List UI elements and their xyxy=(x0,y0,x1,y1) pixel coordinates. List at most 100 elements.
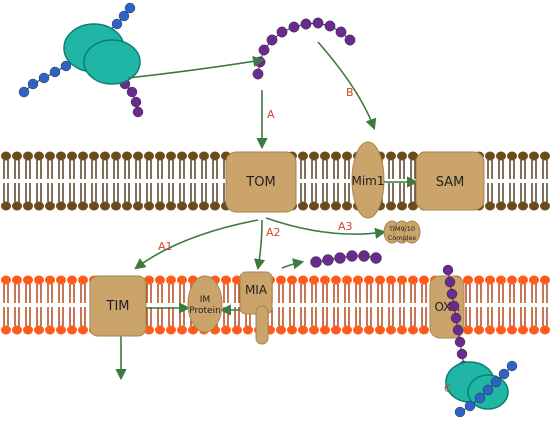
amino-acid-bead xyxy=(454,336,466,348)
phospholipid xyxy=(518,275,528,335)
amino-acid-bead xyxy=(456,348,468,360)
phospholipid xyxy=(56,275,66,335)
phospholipid xyxy=(287,275,297,335)
amino-acid-bead xyxy=(126,86,138,98)
amino-acid-bead xyxy=(452,324,464,336)
phospholipid xyxy=(342,151,352,211)
amino-acid-bead xyxy=(266,34,278,46)
amino-acid-bead xyxy=(482,384,494,396)
amino-acid-bead xyxy=(18,86,30,98)
phospholipid xyxy=(496,275,506,335)
phospholipid xyxy=(463,275,473,335)
phospholipid xyxy=(34,275,44,335)
phospholipid xyxy=(529,275,539,335)
phospholipid xyxy=(353,275,363,335)
phospholipid xyxy=(419,275,429,335)
amino-acid-bead xyxy=(446,288,458,300)
arrow-a1-to-tim xyxy=(134,219,259,270)
cytosolic-ribosome xyxy=(63,23,141,85)
phospholipid xyxy=(276,275,286,335)
phospholipid xyxy=(397,151,407,211)
amino-acid-bead xyxy=(344,34,356,46)
amino-acid-bead xyxy=(444,276,456,288)
oxa-nascent-chain xyxy=(442,264,470,372)
arrow-ribosome-to-precursor xyxy=(127,55,265,79)
amino-acid-bead xyxy=(322,254,334,266)
phospholipid xyxy=(1,275,11,335)
pathway-label-c: C xyxy=(444,382,452,395)
amino-acid-bead xyxy=(442,264,454,276)
phospholipid xyxy=(166,275,176,335)
phospholipid xyxy=(100,151,110,211)
amino-acid-bead xyxy=(130,96,142,108)
phospholipid xyxy=(78,151,88,211)
phospholipid xyxy=(67,275,77,335)
phospholipid xyxy=(166,151,176,211)
phospholipid xyxy=(485,151,495,211)
amino-acid-bead xyxy=(335,26,347,38)
ims-protein-chain xyxy=(310,250,382,268)
phospholipid xyxy=(518,151,528,211)
inner-membrane xyxy=(1,275,550,335)
phospholipid xyxy=(364,275,374,335)
amino-acid-bead xyxy=(506,360,518,372)
amino-acid-bead xyxy=(310,256,322,268)
amino-acid-bead xyxy=(464,400,476,412)
phospholipid xyxy=(342,275,352,335)
phospholipid xyxy=(23,151,33,211)
phospholipid xyxy=(67,151,77,211)
phospholipid xyxy=(12,151,22,211)
amino-acid-bead xyxy=(334,252,346,264)
amino-acid-bead xyxy=(490,376,502,388)
amino-acid-bead xyxy=(124,2,136,14)
amino-acid-bead xyxy=(346,250,358,262)
amino-acid-bead xyxy=(448,300,460,312)
phospholipid xyxy=(309,275,319,335)
mia-label: MIA xyxy=(245,283,268,297)
mim1-label: Mim1 xyxy=(351,174,384,188)
amino-acid-bead xyxy=(258,44,270,56)
pathway-label-a1: A1 xyxy=(158,240,173,253)
phospholipid xyxy=(111,151,121,211)
phospholipid xyxy=(210,151,220,211)
phospholipid xyxy=(507,151,517,211)
tim910-label-line2: Complex xyxy=(388,234,417,242)
amino-acid-bead xyxy=(60,60,72,72)
phospholipid xyxy=(408,275,418,335)
tim910-complex: TIM9/10 Complex xyxy=(383,220,421,244)
pathway-label-a: A xyxy=(267,108,275,121)
phospholipid xyxy=(155,151,165,211)
phospholipid xyxy=(540,275,550,335)
phospholipid xyxy=(23,275,33,335)
amino-acid-bead xyxy=(454,406,466,418)
phospholipid xyxy=(529,151,539,211)
phospholipid xyxy=(34,151,44,211)
phospholipid xyxy=(485,275,495,335)
phospholipid xyxy=(375,275,385,335)
phospholipid xyxy=(386,275,396,335)
tom-label: TOM xyxy=(245,175,275,190)
phospholipid xyxy=(540,151,550,211)
amino-acid-bead xyxy=(312,17,324,29)
sam-complex: SAM xyxy=(415,151,485,211)
amino-acid-bead xyxy=(38,72,50,84)
phospholipid xyxy=(78,275,88,335)
phospholipid xyxy=(298,151,308,211)
import-arrows xyxy=(115,41,419,381)
amino-acid-bead xyxy=(358,250,370,262)
sam-label: SAM xyxy=(436,175,465,190)
phospholipid xyxy=(45,151,55,211)
amino-acid-bead xyxy=(276,26,288,38)
mitochondrial-ribosome-chain xyxy=(454,360,518,418)
phospholipid xyxy=(155,275,165,335)
amino-acid-bead xyxy=(27,78,39,90)
im-protein-label-line1: IM xyxy=(200,295,210,305)
arrow-b-to-mim1 xyxy=(317,41,377,131)
phospholipid xyxy=(320,151,330,211)
phospholipid xyxy=(309,151,319,211)
phospholipid xyxy=(122,151,132,211)
phospholipid xyxy=(56,151,66,211)
arrow-a2-to-mia xyxy=(254,219,266,271)
tim910-label-line1: TIM9/10 xyxy=(388,225,415,233)
